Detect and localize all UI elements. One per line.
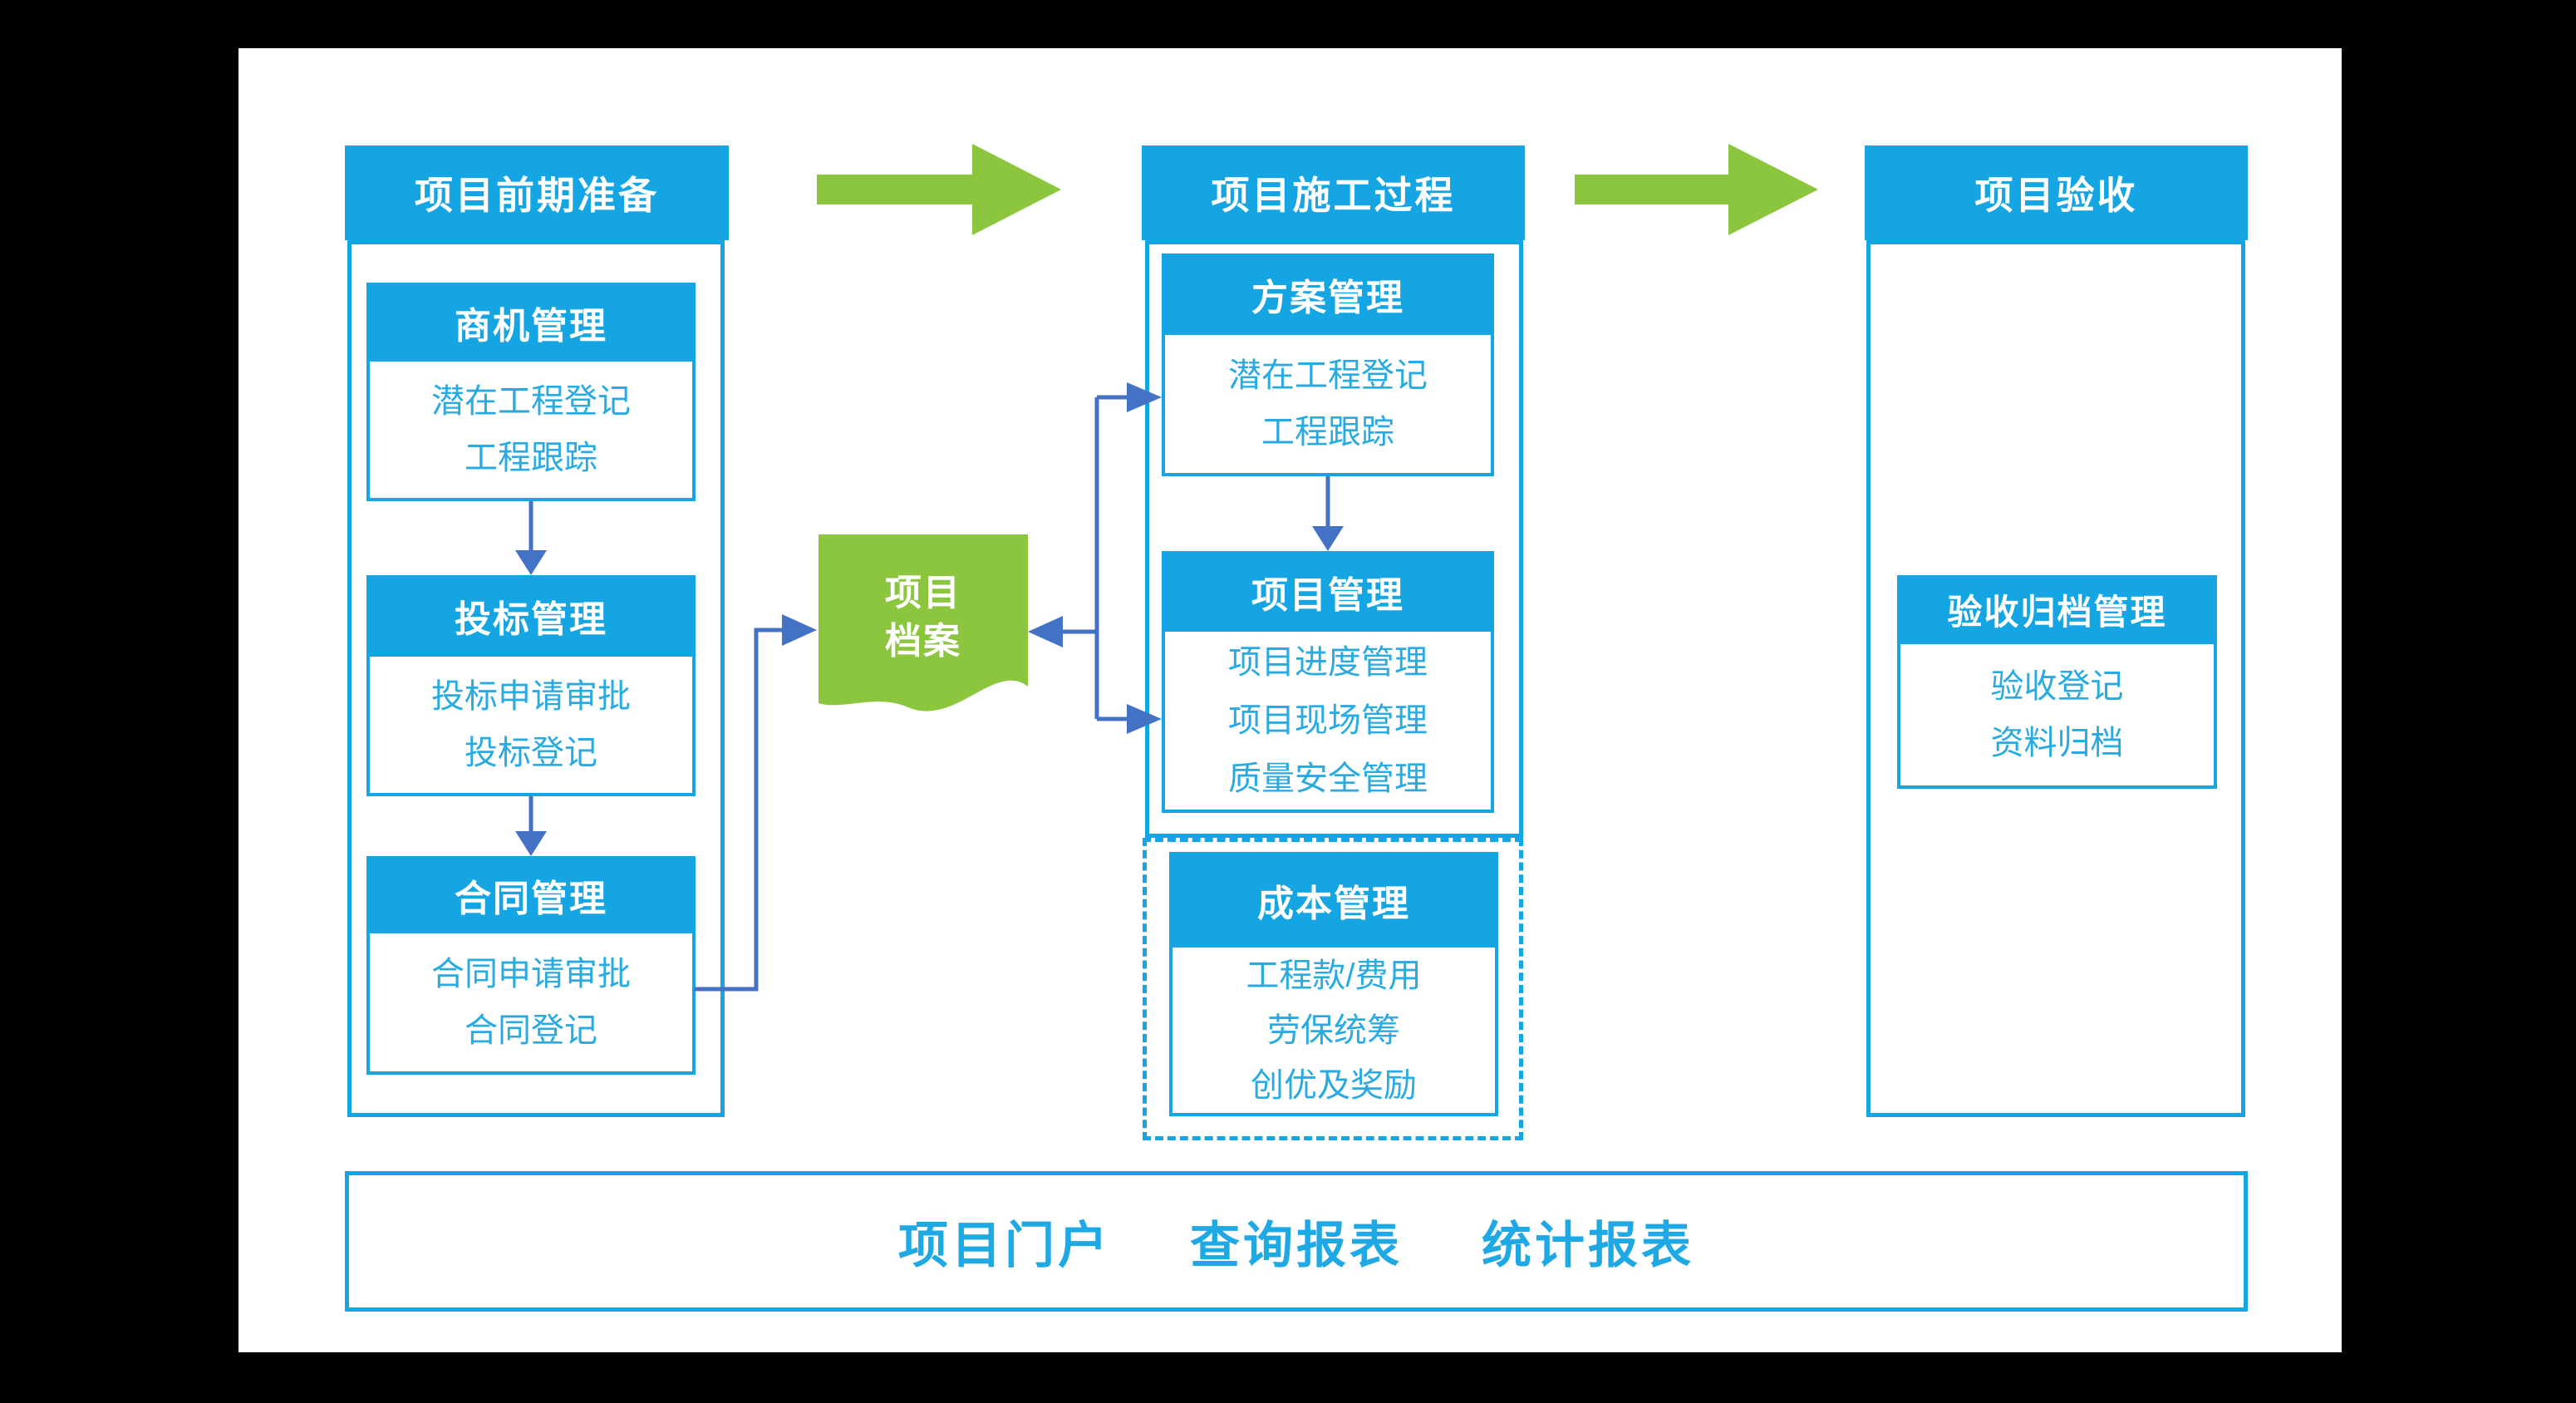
module-item: 工程跟踪 [465,440,597,476]
footer-item-portal: 项目门户 [898,1218,1111,1273]
module-box-header: 验收归档管理 [1897,575,2217,644]
module-item: 潜在工程登记 [1228,357,1428,394]
module-box-header: 项目管理 [1162,551,1494,632]
module-box-header: 成本管理 [1169,852,1498,948]
document-shape-label: 项目 档案 [819,534,1028,701]
module-item: 投标登记 [465,735,597,771]
footer-item-query-report: 查询报表 [1190,1218,1403,1273]
archive-right-arrowhead-icon [1028,616,1063,647]
document-shape-path [819,534,1028,711]
module-box-cost: 成本管理 工程款/费用 劳保统筹 创优及奖励 [1169,852,1498,1116]
module-box-business-opportunity: 商机管理 潜在工程登记 工程跟踪 [366,283,696,501]
module-box-body: 验收登记 资料归档 [1897,644,2217,789]
module-item: 验收登记 [1990,668,2124,705]
footer-item-statistic-report: 统计报表 [1482,1218,1694,1273]
module-box-project-management: 项目管理 项目进度管理 项目现场管理 质量安全管理 [1162,551,1494,813]
module-item: 劳保统筹 [1267,1012,1400,1049]
module-item: 项目进度管理 [1228,644,1428,681]
module-item: 潜在工程登记 [431,383,631,420]
module-box-body: 潜在工程登记 工程跟踪 [1162,335,1494,476]
column-frame-construction [1145,240,1523,838]
module-item: 工程跟踪 [1261,414,1394,450]
module-box-contract: 合同管理 合同申请审批 合同登记 [366,856,696,1075]
column-frame-acceptance [1866,240,2245,1117]
column-header-preparation: 项目前期准备 [345,145,729,240]
diagram-surface: 项目前期准备 商机管理 潜在工程登记 工程跟踪 投标管理 投标申请审批 投标登记… [238,48,2342,1352]
module-box-body: 项目进度管理 项目现场管理 质量安全管理 [1162,632,1494,813]
footer-bar: 项目门户 查询报表 统计报表 [345,1171,2248,1312]
module-item: 合同登记 [465,1012,597,1049]
module-box-body: 工程款/费用 劳保统筹 创优及奖励 [1169,948,1498,1116]
module-box-header: 方案管理 [1162,254,1494,335]
module-item: 创优及奖励 [1251,1066,1417,1104]
module-box-header: 商机管理 [366,283,696,362]
module-box-plan: 方案管理 潜在工程登记 工程跟踪 [1162,254,1494,476]
module-item: 项目现场管理 [1228,702,1428,739]
project-archive-document-shape: 项目 档案 [819,534,1028,730]
module-item: 投标申请审批 [431,678,631,715]
module-box-header: 合同管理 [366,856,696,933]
document-label-line1: 项目 [885,573,961,613]
cost-management-dashed-frame [1143,838,1523,1140]
flow-arrow-right-1-icon [817,144,1061,235]
module-box-bidding: 投标管理 投标申请审批 投标登记 [366,575,696,796]
module-box-header: 投标管理 [366,575,696,657]
module-box-acceptance-archive: 验收归档管理 验收登记 资料归档 [1897,575,2217,789]
module-box-body: 合同申请审批 合同登记 [366,933,696,1075]
column-header-construction: 项目施工过程 [1142,145,1525,240]
module-item: 合同申请审批 [431,956,631,992]
module-box-body: 潜在工程登记 工程跟踪 [366,362,696,501]
module-item: 资料归档 [1990,725,2124,761]
flow-arrow-right-2-icon [1575,144,1818,235]
document-shape-icon [819,534,1028,711]
document-label-line2: 档案 [885,621,961,662]
module-item: 质量安全管理 [1228,761,1428,797]
module-item: 工程款/费用 [1246,957,1422,994]
archive-left-arrowhead-icon [782,614,817,646]
column-header-acceptance: 项目验收 [1865,145,2248,240]
module-box-body: 投标申请审批 投标登记 [366,657,696,796]
